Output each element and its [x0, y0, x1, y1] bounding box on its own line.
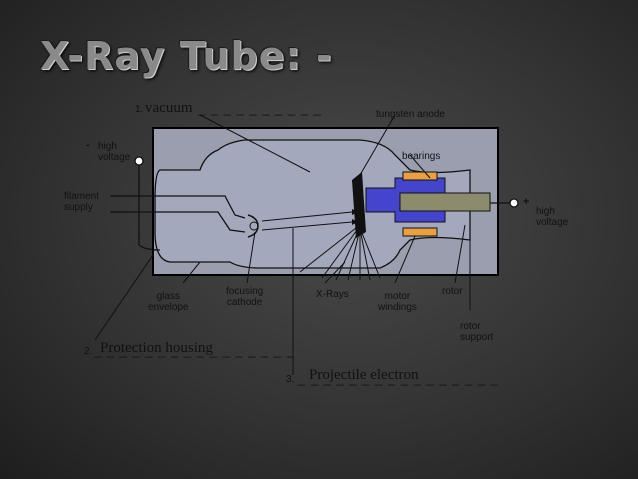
filament-coil: [249, 221, 259, 231]
slide-title: X-Ray Tube: -: [40, 34, 333, 78]
annotation-vacuum-dashes: _ _ _ _ _ _ _ _ _ _: [198, 101, 322, 116]
bearing-bottom: [402, 227, 438, 237]
annotation-number-3: 3.: [286, 374, 295, 385]
x-ray-lines: [299, 227, 381, 281]
high-voltage-pos-label: high voltage: [536, 206, 569, 228]
rotor-label: rotor: [442, 286, 463, 297]
annotation-projectile-electron-dashes: _ _ _ _ _ _ _ _ _ _ _ _ _ _ _ _: [298, 371, 499, 386]
rotor-shaft: [399, 192, 491, 212]
tungsten-anode-label: tungsten anode: [376, 109, 445, 120]
motor-windings-label: motor windings: [378, 291, 417, 313]
tungsten-target: [352, 172, 366, 238]
neg-sign: -: [86, 139, 90, 151]
focusing-cathode-label: focusing cathode: [226, 286, 264, 308]
annotation-protection-housing: Protection housing: [100, 340, 213, 356]
leader-lines: [94, 114, 471, 375]
glass-envelope-label: glass envelope: [148, 291, 189, 313]
filament-wire: [110, 195, 246, 219]
x-rays-label: X-Rays: [316, 289, 349, 300]
hv-neg-wire: [138, 165, 161, 251]
bearings-label: bearings: [402, 151, 441, 162]
annotation-number-1: 1.: [135, 104, 144, 115]
annotation-protection-housing-dashes: _ _ _ _ _ _ _ _ _ _ _ _ _ _ _ _: [94, 343, 295, 358]
annotation-number-2: 2.: [84, 346, 93, 357]
annotation-projectile-electron: Projectile electron: [309, 367, 419, 383]
annotation-vacuum: vacuum: [145, 100, 193, 116]
electron-beam: [261, 211, 353, 222]
bearing-top: [402, 171, 438, 181]
rotor-support-label: rotor support: [460, 321, 494, 343]
pos-sign: +: [523, 196, 530, 208]
electron-beam-2: [261, 221, 353, 231]
hv-pos-terminal: [509, 198, 519, 208]
hv-neg-terminal: [134, 156, 144, 166]
glass-envelope: [154, 139, 471, 269]
filament-wire-2: [110, 211, 246, 233]
filament-supply-label: filament supply: [64, 191, 100, 213]
high-voltage-neg-label: high voltage: [98, 141, 131, 163]
